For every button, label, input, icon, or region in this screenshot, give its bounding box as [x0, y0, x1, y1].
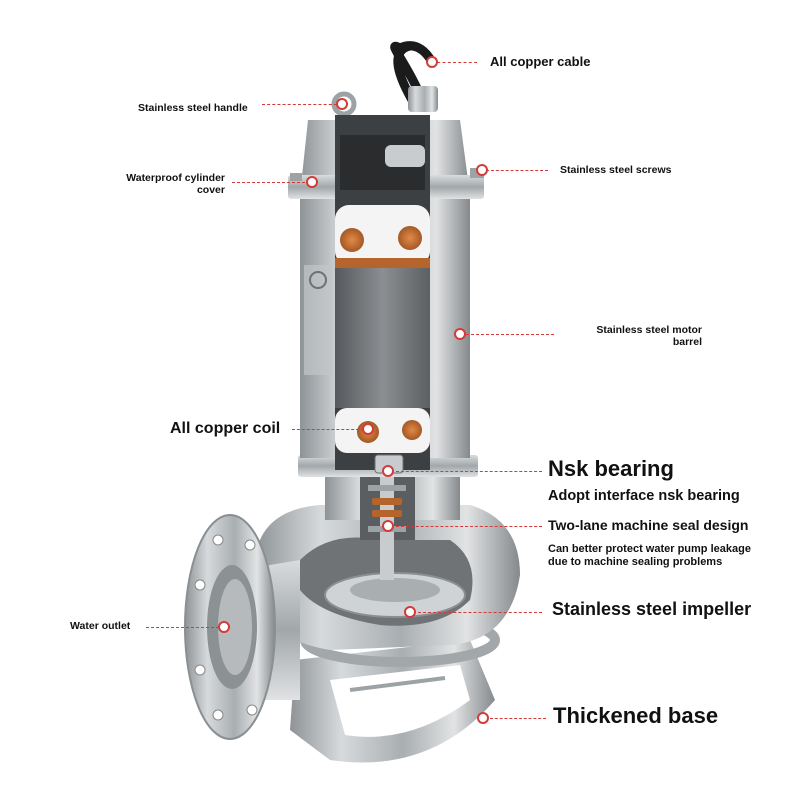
- label-motor-barrel-line2: barrel: [672, 335, 702, 348]
- label-cover: Waterproof cylinder cover: [126, 172, 225, 196]
- leader-seal: [396, 526, 542, 527]
- label-impeller: Stainless steel impeller: [552, 599, 752, 619]
- leader-copper-cable: [432, 62, 477, 63]
- stator-core: [335, 268, 430, 408]
- cable-gland: [408, 86, 438, 112]
- label-base: Thickened base: [553, 703, 719, 728]
- label-copper-cable: All copper cable: [490, 54, 591, 69]
- seal-ring-1: [372, 498, 402, 505]
- label-nsk-title: Nsk bearing: [548, 456, 674, 481]
- label-handle: Stainless steel handle: [138, 102, 248, 114]
- label-coil: All copper coil: [170, 420, 281, 437]
- leader-outlet: [146, 627, 224, 628]
- leader-handle: [262, 104, 342, 105]
- leader-base: [490, 718, 546, 719]
- dot-base: [477, 712, 489, 724]
- dot-seal: [382, 520, 394, 532]
- label-outlet: Water outlet: [70, 620, 131, 632]
- dot-copper-cable: [426, 56, 438, 68]
- label-nsk-sub: Adopt interface nsk bearing: [548, 488, 740, 504]
- upper-coil: [335, 205, 430, 265]
- dot-coil: [362, 423, 374, 435]
- leader-screws: [486, 170, 548, 171]
- leader-nsk: [396, 471, 542, 472]
- dot-nsk: [382, 465, 394, 477]
- leader-cover: [232, 182, 310, 183]
- dot-impeller: [404, 606, 416, 618]
- label-screws: Stainless steel screws: [560, 164, 672, 176]
- label-motor-barrel: Stainless steel motor barrel: [560, 324, 702, 348]
- seal-ring-2: [372, 510, 402, 517]
- dot-outlet: [218, 621, 230, 633]
- dot-screws: [476, 164, 488, 176]
- label-motor-barrel-line1: Stainless steel motor: [596, 324, 702, 336]
- leader-coil: [292, 429, 364, 430]
- dot-cover: [306, 176, 318, 188]
- dot-motor-barrel: [454, 328, 466, 340]
- lower-coil: [335, 408, 430, 453]
- label-seal-desc: Can better protect water pump leakage du…: [548, 543, 751, 569]
- dot-handle: [336, 98, 348, 110]
- label-seal-title: Two-lane machine seal design: [548, 517, 749, 533]
- leader-motor-barrel: [466, 334, 554, 335]
- leader-impeller: [418, 612, 542, 613]
